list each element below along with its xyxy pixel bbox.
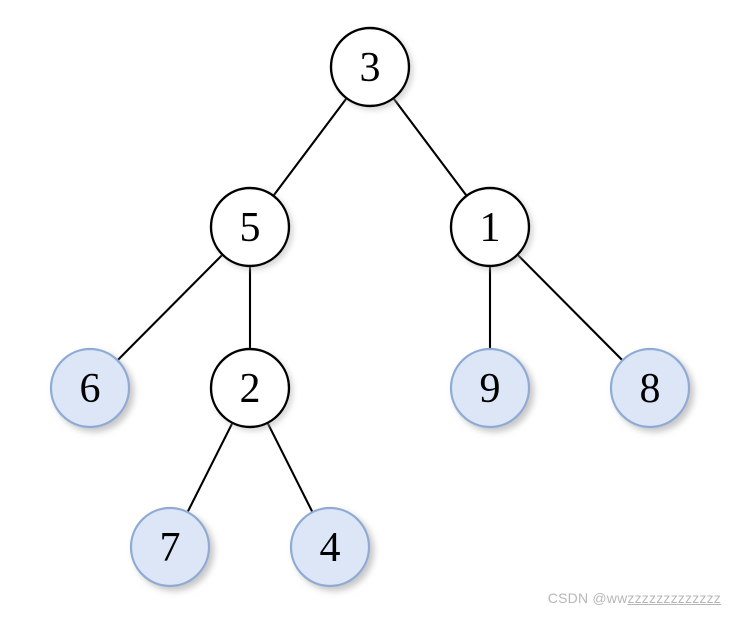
node-label: 2 [240, 366, 261, 412]
node-label: 8 [640, 366, 661, 412]
tree-node[interactable]: 2 [209, 347, 291, 429]
tree-node[interactable]: 6 [49, 347, 131, 429]
tree-edge [116, 253, 224, 362]
tree-node[interactable]: 7 [129, 506, 211, 588]
nodes-layer: 3 5 1 6 2 9 8 7 4 [49, 26, 691, 588]
node-circle [449, 347, 531, 429]
tree-edge [266, 421, 314, 514]
node-circle [49, 347, 131, 429]
watermark: CSDN @wwzzzzzzzzzzzzz [548, 590, 721, 606]
node-label: 7 [160, 525, 181, 571]
edges-layer [116, 97, 624, 514]
node-circle [209, 347, 291, 429]
node-circle [209, 186, 291, 268]
node-circle [449, 186, 531, 268]
tree-node[interactable]: 4 [289, 506, 371, 588]
tree-edge [392, 97, 468, 197]
tree-node[interactable]: 9 [449, 347, 531, 429]
tree-edge [186, 421, 234, 514]
node-label: 3 [360, 45, 381, 91]
node-label: 9 [480, 366, 501, 412]
node-label: 6 [80, 366, 101, 412]
node-circle [609, 347, 691, 429]
tree-edge [272, 97, 348, 197]
node-label: 4 [320, 525, 341, 571]
tree-node[interactable]: 5 [209, 186, 291, 268]
node-circle [329, 26, 411, 108]
watermark-suffix: zzzzzzzzzzzzz [627, 590, 721, 606]
tree-node[interactable]: 3 [329, 26, 411, 108]
tree-node[interactable]: 1 [449, 186, 531, 268]
tree-edge [516, 253, 624, 362]
node-circle [289, 506, 371, 588]
node-circle [129, 506, 211, 588]
node-label: 5 [240, 205, 261, 251]
tree-node[interactable]: 8 [609, 347, 691, 429]
node-label: 1 [480, 205, 501, 251]
watermark-prefix: CSDN @ww [547, 590, 628, 606]
